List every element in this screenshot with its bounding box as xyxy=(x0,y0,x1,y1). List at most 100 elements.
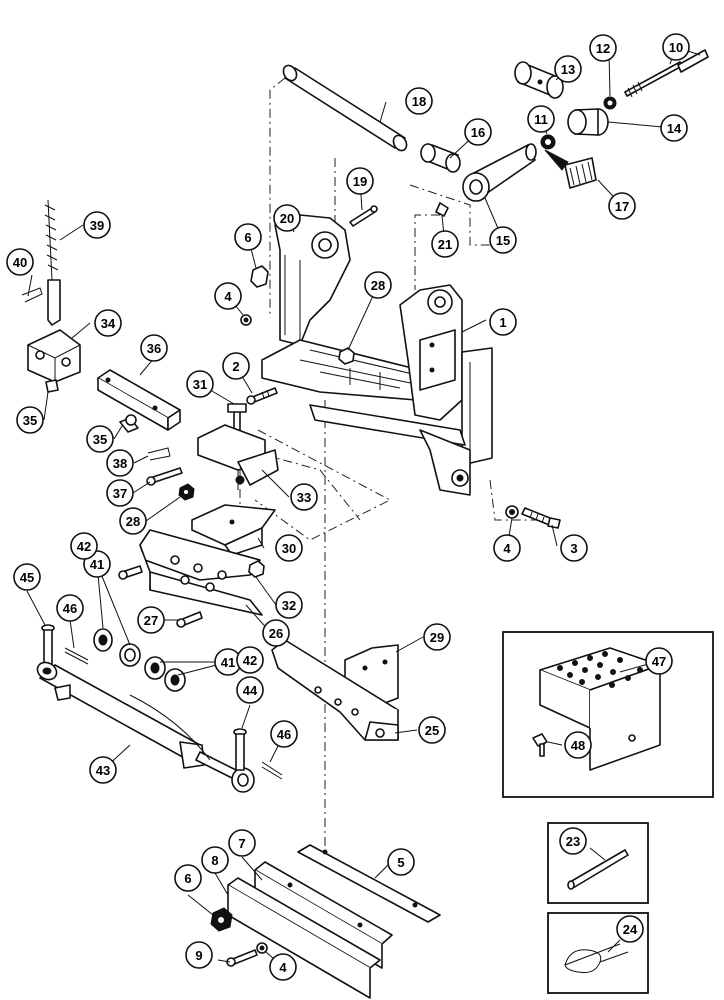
callout-number: 16 xyxy=(471,125,485,140)
part-12-washer xyxy=(603,96,617,110)
callout-number: 38 xyxy=(113,456,127,471)
callout-c21: 21 xyxy=(431,230,459,258)
callout-c28a: 28 xyxy=(364,271,392,299)
part-8-plate xyxy=(227,877,381,999)
part-17-spring xyxy=(544,149,597,189)
callout-circle xyxy=(269,953,297,981)
part-9-bolt xyxy=(226,949,258,967)
callout-number: 46 xyxy=(277,727,291,742)
part-46-cotter-left xyxy=(64,647,89,665)
part-16-bushing xyxy=(420,143,461,173)
callout-circle xyxy=(86,425,114,453)
callout-circle xyxy=(275,591,303,619)
callout-balloons: 1234445667891011121314151617181920212324… xyxy=(6,33,690,981)
callout-circle xyxy=(201,846,229,874)
callout-circle xyxy=(660,114,688,142)
callout-number: 5 xyxy=(397,855,404,870)
part-4-washer-lower xyxy=(256,942,268,954)
callout-circle xyxy=(290,483,318,511)
callout-c26: 26 xyxy=(262,619,290,647)
callout-circle xyxy=(616,915,644,943)
callout-circle xyxy=(431,230,459,258)
callout-c47: 47 xyxy=(645,647,673,675)
callout-number: 46 xyxy=(63,601,77,616)
callout-number: 18 xyxy=(412,94,426,109)
callout-number: 39 xyxy=(90,218,104,233)
callout-number: 41 xyxy=(90,557,104,572)
callout-number: 7 xyxy=(238,836,245,851)
callout-number: 4 xyxy=(279,960,287,975)
callout-circle xyxy=(346,167,374,195)
callout-number: 33 xyxy=(297,490,311,505)
callout-circle xyxy=(236,676,264,704)
part-15-pin xyxy=(462,143,537,202)
callout-c23: 23 xyxy=(559,827,587,855)
callout-number: 41 xyxy=(221,655,235,670)
callout-number: 25 xyxy=(425,723,439,738)
part-36-bar xyxy=(97,369,181,431)
callout-c41a: 41 xyxy=(83,550,111,578)
part-39-chain xyxy=(44,199,61,326)
callout-c19: 19 xyxy=(346,167,374,195)
callout-circle xyxy=(559,827,587,855)
callout-c4b: 4 xyxy=(493,534,521,562)
callout-c2: 2 xyxy=(222,352,250,380)
callout-number: 3 xyxy=(570,541,577,556)
callout-number: 28 xyxy=(371,278,385,293)
callout-c8: 8 xyxy=(201,846,229,874)
part-38-clip xyxy=(147,447,171,461)
callout-number: 30 xyxy=(282,541,296,556)
callout-number: 8 xyxy=(211,853,218,868)
part-19-bolt xyxy=(349,205,378,227)
callout-number: 37 xyxy=(113,486,127,501)
part-33-bracket xyxy=(197,424,279,490)
part-6-nut-lower xyxy=(210,907,233,932)
part-35-bolt-left xyxy=(45,379,59,393)
callout-number: 12 xyxy=(596,41,610,56)
callout-number: 9 xyxy=(195,948,202,963)
callout-c36: 36 xyxy=(140,334,168,362)
callout-circle xyxy=(554,55,582,83)
callout-c3: 3 xyxy=(560,534,588,562)
callout-circle xyxy=(186,370,214,398)
callout-c29: 29 xyxy=(423,623,451,651)
callout-circle xyxy=(418,716,446,744)
part-4-washer-upper xyxy=(240,314,252,326)
part-45-pin xyxy=(41,624,55,666)
callout-c43: 43 xyxy=(89,756,117,784)
callout-circle xyxy=(608,192,636,220)
callout-circle xyxy=(106,449,134,477)
callout-c40: 40 xyxy=(6,248,34,276)
callout-c16: 16 xyxy=(464,118,492,146)
part-28-nut-upper xyxy=(338,347,355,365)
callout-circle xyxy=(262,619,290,647)
callout-circle xyxy=(493,534,521,562)
part-27-bolt-upper xyxy=(118,565,143,580)
callout-c39: 39 xyxy=(83,211,111,239)
callout-circle xyxy=(489,226,517,254)
callout-c6b: 6 xyxy=(174,864,202,892)
callout-c28b: 28 xyxy=(119,507,147,535)
inset-step xyxy=(502,631,714,798)
part-43-cylinder xyxy=(36,661,255,793)
callout-number: 48 xyxy=(571,738,585,753)
callout-number: 10 xyxy=(669,40,683,55)
callout-c18: 18 xyxy=(405,87,433,115)
callout-circle xyxy=(589,34,617,62)
callout-number: 6 xyxy=(184,871,191,886)
callout-c45: 45 xyxy=(13,563,41,591)
callout-c25: 25 xyxy=(418,716,446,744)
callout-circle xyxy=(89,756,117,784)
callout-circle xyxy=(16,406,44,434)
callout-circle xyxy=(234,223,262,251)
part-3-bolt xyxy=(521,507,561,529)
callout-number: 1 xyxy=(499,315,506,330)
callout-number: 28 xyxy=(126,514,140,529)
part-21-clip xyxy=(435,202,449,217)
callout-number: 4 xyxy=(224,289,232,304)
callout-c46b: 46 xyxy=(270,720,298,748)
callout-number: 2 xyxy=(232,359,239,374)
part-41-bushing-1 xyxy=(93,628,113,652)
callout-circle xyxy=(228,829,256,857)
